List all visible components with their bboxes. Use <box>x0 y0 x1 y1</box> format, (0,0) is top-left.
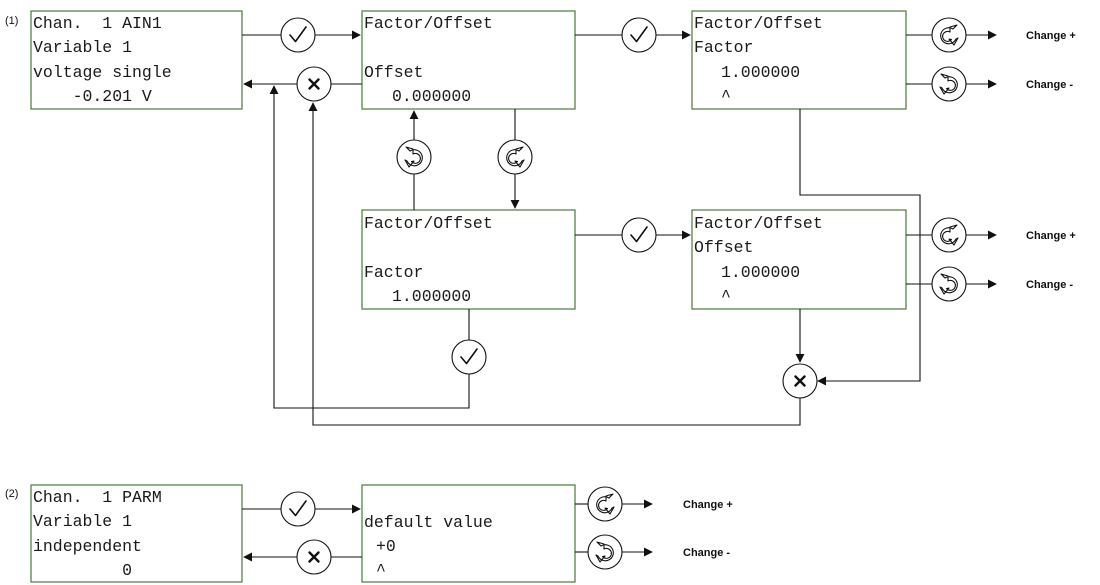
channel-line-2: Variable 1 <box>33 38 132 57</box>
factor-screen-field: Factor <box>364 263 423 282</box>
channel-screen-ain1 <box>30 10 243 110</box>
offset-screen-field: Offset <box>364 63 423 82</box>
factor-edit-field: Factor <box>694 38 753 57</box>
factor-screen-value: 1.000000 <box>392 287 471 306</box>
channel-line-1: Chan. 1 PARM <box>33 488 162 507</box>
rotate-counterclockwise-icon[interactable] <box>587 534 623 570</box>
confirm-checkmark-icon[interactable] <box>621 17 657 53</box>
confirm-checkmark-icon[interactable] <box>451 339 487 375</box>
offset-select-screen <box>361 10 576 110</box>
offset-edit-value: 1.000000 <box>721 263 800 282</box>
factor-screen-title: Factor/Offset <box>364 214 493 233</box>
default-value-screen <box>361 484 576 583</box>
wire-arrow <box>308 102 801 426</box>
change-minus-label: Change - <box>1026 79 1073 91</box>
cancel-cross-icon[interactable] <box>295 65 333 103</box>
wire-arrow <box>269 85 470 409</box>
offset-edit-screen <box>691 209 907 310</box>
section-1-marker: (1) <box>5 15 18 27</box>
rotate-counterclockwise-icon[interactable] <box>396 139 432 175</box>
factor-edit-cursor: ^ <box>721 87 731 106</box>
change-minus-label: Change - <box>683 547 730 559</box>
change-plus-label: Change + <box>1026 230 1076 242</box>
rotate-clockwise-icon[interactable] <box>497 139 533 175</box>
channel-line-2: Variable 1 <box>33 512 132 531</box>
offset-edit-field: Offset <box>694 238 753 257</box>
cancel-cross-icon[interactable] <box>781 362 819 400</box>
rotate-counterclockwise-icon[interactable] <box>931 66 967 102</box>
channel-screen-parm <box>30 484 243 583</box>
default-value-cursor: ^ <box>376 561 386 580</box>
rotate-clockwise-icon[interactable] <box>931 17 967 53</box>
offset-screen-value: 0.000000 <box>392 87 471 106</box>
offset-edit-title: Factor/Offset <box>694 214 823 233</box>
cancel-cross-icon[interactable] <box>295 538 333 576</box>
confirm-checkmark-icon[interactable] <box>280 17 316 53</box>
section-2-marker: (2) <box>5 488 18 500</box>
channel-line-3: independent <box>33 537 142 556</box>
confirm-checkmark-icon[interactable] <box>621 217 657 253</box>
change-minus-label: Change - <box>1026 279 1073 291</box>
channel-line-3: voltage single <box>33 63 172 82</box>
channel-line-4: -0.201 V <box>33 87 152 106</box>
default-value-value: +0 <box>376 537 396 556</box>
confirm-checkmark-icon[interactable] <box>280 491 316 527</box>
factor-edit-title: Factor/Offset <box>694 14 823 33</box>
change-plus-label: Change + <box>1026 30 1076 42</box>
offset-screen-title: Factor/Offset <box>364 14 493 33</box>
channel-line-1: Chan. 1 AIN1 <box>33 14 162 33</box>
factor-select-screen <box>361 209 576 310</box>
channel-line-4: 0 <box>33 561 132 580</box>
rotate-counterclockwise-icon[interactable] <box>931 266 967 302</box>
rotate-clockwise-icon[interactable] <box>587 486 623 522</box>
offset-edit-cursor: ^ <box>721 287 731 306</box>
wire-arrow <box>799 109 921 386</box>
default-value-title: default value <box>364 513 493 532</box>
factor-edit-screen <box>691 10 907 110</box>
change-plus-label: Change + <box>683 499 733 511</box>
rotate-clockwise-icon[interactable] <box>931 217 967 253</box>
factor-edit-value: 1.000000 <box>721 63 800 82</box>
